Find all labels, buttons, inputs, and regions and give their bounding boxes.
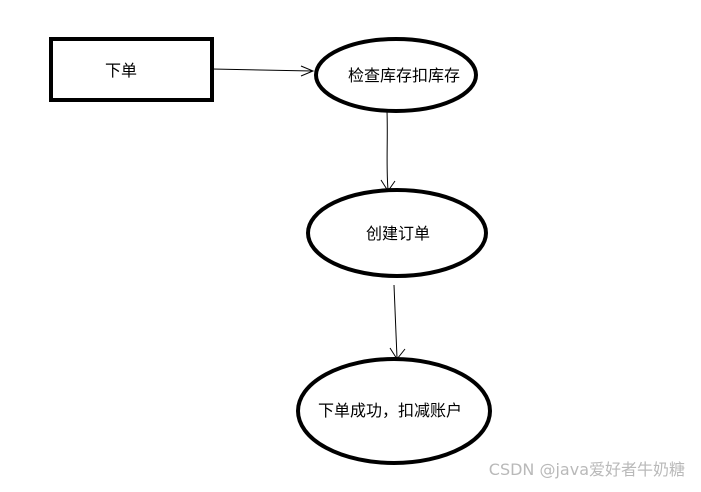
place-order-node: 下单	[49, 37, 214, 102]
edge-check-stock-to-create-order	[380, 110, 396, 192]
edge-create-order-to-success	[389, 284, 406, 360]
success-node: 下单成功，扣减账户	[296, 357, 492, 465]
create-order-node: 创建订单	[306, 188, 488, 278]
check-stock-label: 检查库存扣库存	[348, 66, 460, 85]
arrowhead	[300, 65, 315, 77]
check-stock-node: 检查库存扣库存	[314, 37, 478, 113]
watermark-text: CSDN @java爱好者牛奶糖	[488, 460, 685, 479]
edge-place-order-to-check-stock	[211, 65, 315, 77]
place-order-label: 下单	[105, 61, 137, 80]
create-order-label: 创建订单	[366, 224, 430, 243]
success-label: 下单成功，扣减账户	[318, 401, 462, 420]
